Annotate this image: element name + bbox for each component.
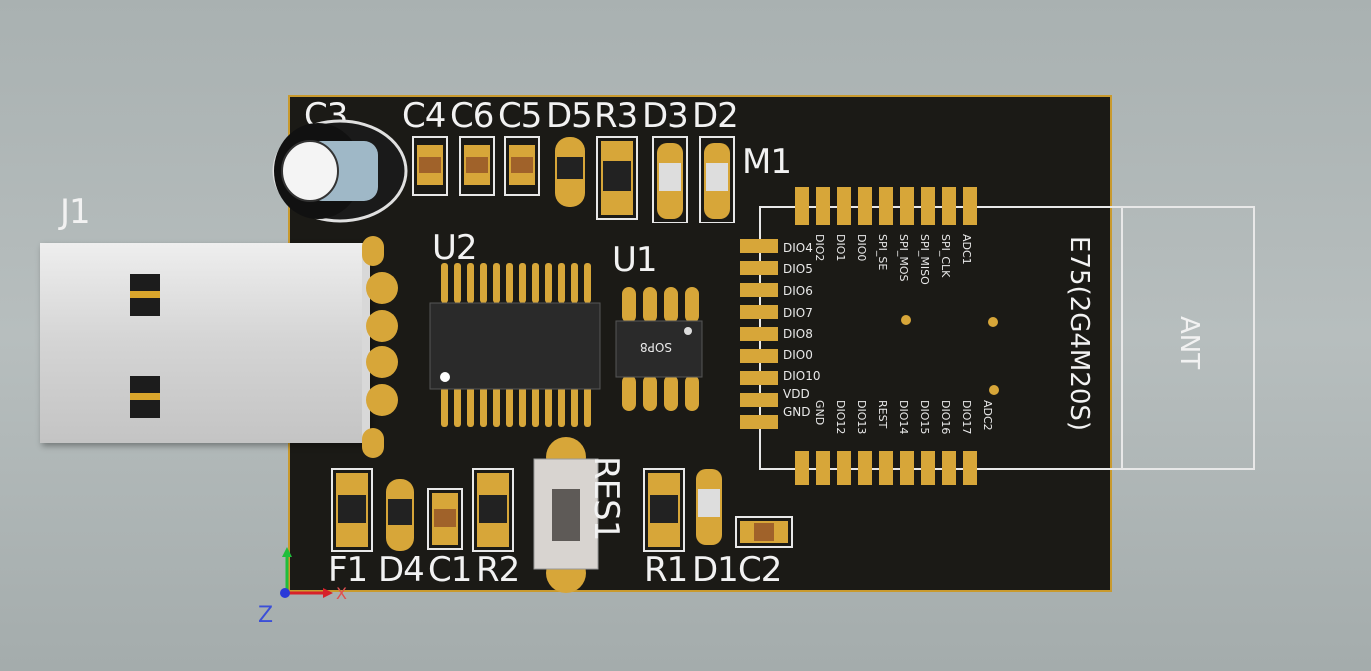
bottom-left-components: [331, 468, 514, 552]
pin-label: DIO10: [783, 369, 821, 383]
ref-d4: D4: [378, 550, 425, 590]
axis-x-label: X: [336, 584, 347, 603]
pin-label: DIO0: [783, 348, 813, 362]
ref-j1: J1: [60, 192, 91, 232]
pin-label: DIO1: [834, 234, 847, 262]
pin-label: ADC2: [981, 400, 994, 431]
pin-label: DIO13: [855, 400, 868, 435]
pin-label: DIO4: [783, 241, 813, 255]
ref-m1: M1: [742, 142, 792, 182]
ref-f1: F1: [328, 550, 368, 590]
usb-contact-slot: [130, 376, 160, 418]
pin-label: SPI_SE: [876, 234, 889, 271]
pin-label: GND: [813, 400, 826, 426]
pin-label: DIO16: [939, 400, 952, 435]
usb-pads: [362, 236, 398, 458]
usb-connector-j1: [40, 243, 370, 443]
pin-label: VDD: [783, 387, 810, 401]
ic-u1: [615, 287, 703, 411]
ref-c4: C4: [402, 96, 446, 136]
ic-u2: [429, 263, 601, 427]
capacitor-c3: [272, 119, 408, 223]
pin-label: DIO15: [918, 400, 931, 435]
pin-label: DIO7: [783, 306, 813, 320]
pin-label: ADC1: [960, 234, 973, 265]
ref-u2: U2: [432, 228, 478, 268]
usb-contact-slot: [130, 274, 160, 316]
ref-d3: D3: [642, 96, 689, 136]
ref-d1: D1: [692, 550, 739, 590]
pin-label: DIO2: [813, 234, 826, 262]
module-e75-outline: [740, 187, 1255, 485]
reset-switch-res1: [533, 437, 599, 593]
bottom-right-components: [643, 468, 793, 552]
ref-r1: R1: [644, 550, 688, 590]
ref-d5: D5: [546, 96, 593, 136]
ref-u1: U1: [612, 240, 658, 280]
pin-label: SPI_MISO: [918, 234, 931, 285]
axis-z-label: Z: [258, 603, 274, 628]
ref-c5: C5: [498, 96, 542, 136]
top-small-components: [412, 136, 735, 223]
ref-r2: R2: [476, 550, 520, 590]
pin-label: DIO17: [960, 400, 973, 435]
ref-res1: RES1: [586, 456, 626, 541]
pin-label: SPI_CLK: [939, 234, 952, 278]
pin-label: DIO0: [855, 234, 868, 262]
pin-label: DIO8: [783, 327, 813, 341]
u1-package-label: SOP8: [640, 340, 672, 354]
ref-r3: R3: [594, 96, 638, 136]
pin-label: DIO12: [834, 400, 847, 435]
pin-label: GND: [783, 405, 811, 419]
axis-gizmo: [280, 547, 333, 598]
antenna-label: ANT: [1174, 316, 1204, 370]
module-name: E75(2G4M20S): [1064, 236, 1094, 432]
pin-label: REST: [876, 400, 889, 429]
ref-c6: C6: [450, 96, 494, 136]
pin-label: DIO6: [783, 284, 813, 298]
pin-label: DIO5: [783, 262, 813, 276]
ref-c1: C1: [428, 550, 472, 590]
pin-label: DIO14: [897, 400, 910, 435]
ref-c2: C2: [738, 550, 782, 590]
ref-d2: D2: [692, 96, 739, 136]
pin-label: SPI_MOS: [897, 234, 910, 282]
